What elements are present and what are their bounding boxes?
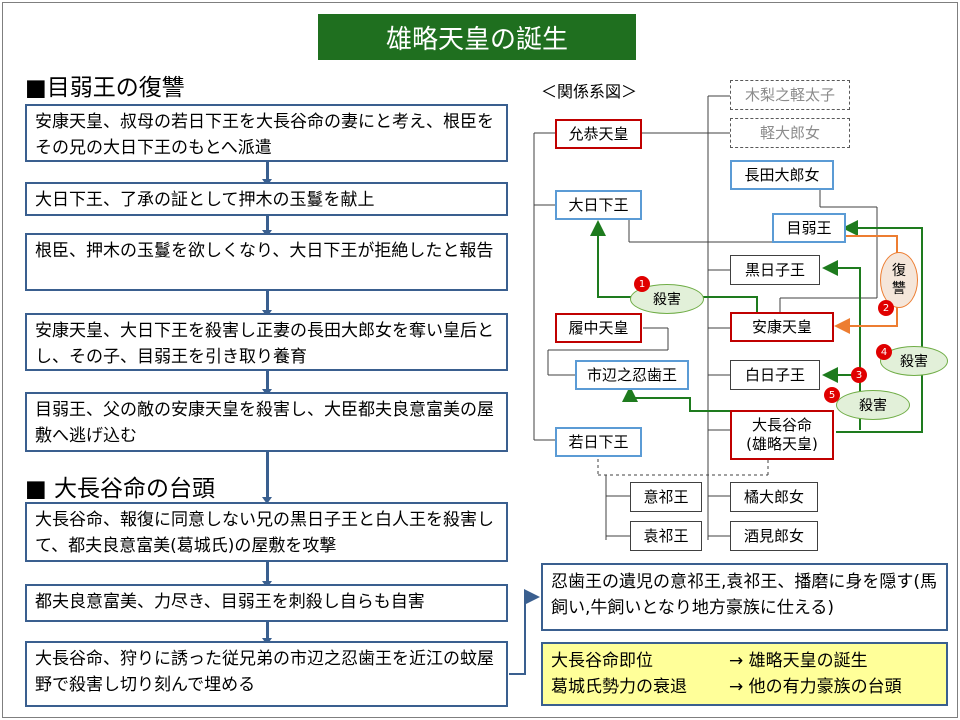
note-oke-woke: 忍歯王の遺児の意祁王,袁祁王、播磨に身を隠す(馬飼い,牛飼いとなり地方豪族に仕え… bbox=[541, 563, 948, 631]
diagram-caption: ＜関係系図＞ bbox=[541, 82, 638, 101]
flow-step: 安康天皇、大日下王を殺害し正妻の長田大郎女を奪い皇后とし、その子、目弱王を引き取… bbox=[25, 313, 508, 371]
node-anko: 安康天皇 bbox=[730, 312, 834, 342]
node-oke: 意祁王 bbox=[630, 482, 702, 512]
node-woke: 袁祁王 bbox=[630, 521, 702, 551]
node-kinashi: 木梨之軽太子 bbox=[730, 80, 850, 110]
node-richu: 履中天皇 bbox=[555, 313, 642, 343]
node-kurohiko: 黒日子王 bbox=[730, 255, 820, 285]
badge-4: 4 bbox=[876, 344, 892, 360]
summary-left: 大長谷命即位 bbox=[551, 651, 653, 671]
flow-step: 目弱王、父の敵の安康天皇を殺害し、大臣都夫良意富美の屋敷へ逃げ込む bbox=[25, 392, 508, 452]
section-heading-mayowa: ■目弱王の復讐 bbox=[25, 75, 185, 101]
node-ohatsuse: 大長谷命 (雄略天皇) bbox=[730, 410, 834, 460]
node-kusakabe: 大日下王 bbox=[555, 190, 642, 220]
badge-2: 2 bbox=[878, 300, 894, 316]
node-wakakusakabe: 若日下王 bbox=[555, 427, 642, 457]
badge-3: 3 bbox=[851, 367, 867, 383]
node-ingyo: 允恭天皇 bbox=[555, 119, 642, 149]
node-karu: 軽大郎女 bbox=[730, 118, 850, 148]
node-nagata: 長田大郎女 bbox=[730, 160, 834, 190]
flow-step: 安康天皇、叔母の若日下王を大長谷命の妻にと考え、根臣をその兄の大日下王のもとへ派… bbox=[25, 104, 508, 162]
node-sakami: 酒見郎女 bbox=[730, 521, 818, 551]
event-revenge: 復 讐 bbox=[880, 252, 918, 308]
section-heading-ohatsuse: ■ 大長谷命の台頭 bbox=[25, 476, 216, 502]
flow-step: 根臣、押木の玉鬘を欲しくなり、大日下王が拒絶したと報告 bbox=[25, 233, 508, 291]
slide-title: 雄略天皇の誕生 bbox=[318, 14, 636, 60]
node-tachibana: 橘大郎女 bbox=[730, 482, 818, 512]
badge-5: 5 bbox=[824, 387, 840, 403]
node-shirohiko: 白日子王 bbox=[730, 360, 820, 390]
node-mayowa: 目弱王 bbox=[772, 213, 846, 243]
flow-step: 大長谷命、報復に同意しない兄の黒日子王と白人王を殺害して、都夫良意富美(葛城氏)… bbox=[25, 502, 508, 562]
summary-row: 大長谷命即位 → 雄略天皇の誕生 bbox=[551, 648, 938, 674]
summary-left: 葛城氏勢力の衰退 bbox=[551, 677, 687, 697]
summary-box: 大長谷命即位 → 雄略天皇の誕生 葛城氏勢力の衰退 → 他の有力豪族の台頭 bbox=[541, 642, 948, 706]
event-kill-5: 殺害 bbox=[836, 390, 910, 420]
badge-1: 1 bbox=[634, 276, 650, 292]
summary-row: 葛城氏勢力の衰退 → 他の有力豪族の台頭 bbox=[551, 674, 938, 700]
summary-right: → 雄略天皇の誕生 bbox=[729, 651, 868, 671]
flow-step: 大長谷命、狩りに誘った従兄弟の市辺之忍歯王を近江の蚊屋野で殺害し切り刻んで埋める bbox=[25, 641, 508, 707]
flow-arrow bbox=[262, 452, 272, 504]
summary-right: → 他の有力豪族の台頭 bbox=[729, 677, 902, 697]
flow-step: 都夫良意富美、力尽き、目弱王を刺殺し自らも自害 bbox=[25, 584, 508, 622]
flow-step: 大日下王、了承の証として押木の玉鬘を献上 bbox=[25, 182, 508, 216]
node-ichinobe: 市辺之忍歯王 bbox=[575, 360, 689, 390]
